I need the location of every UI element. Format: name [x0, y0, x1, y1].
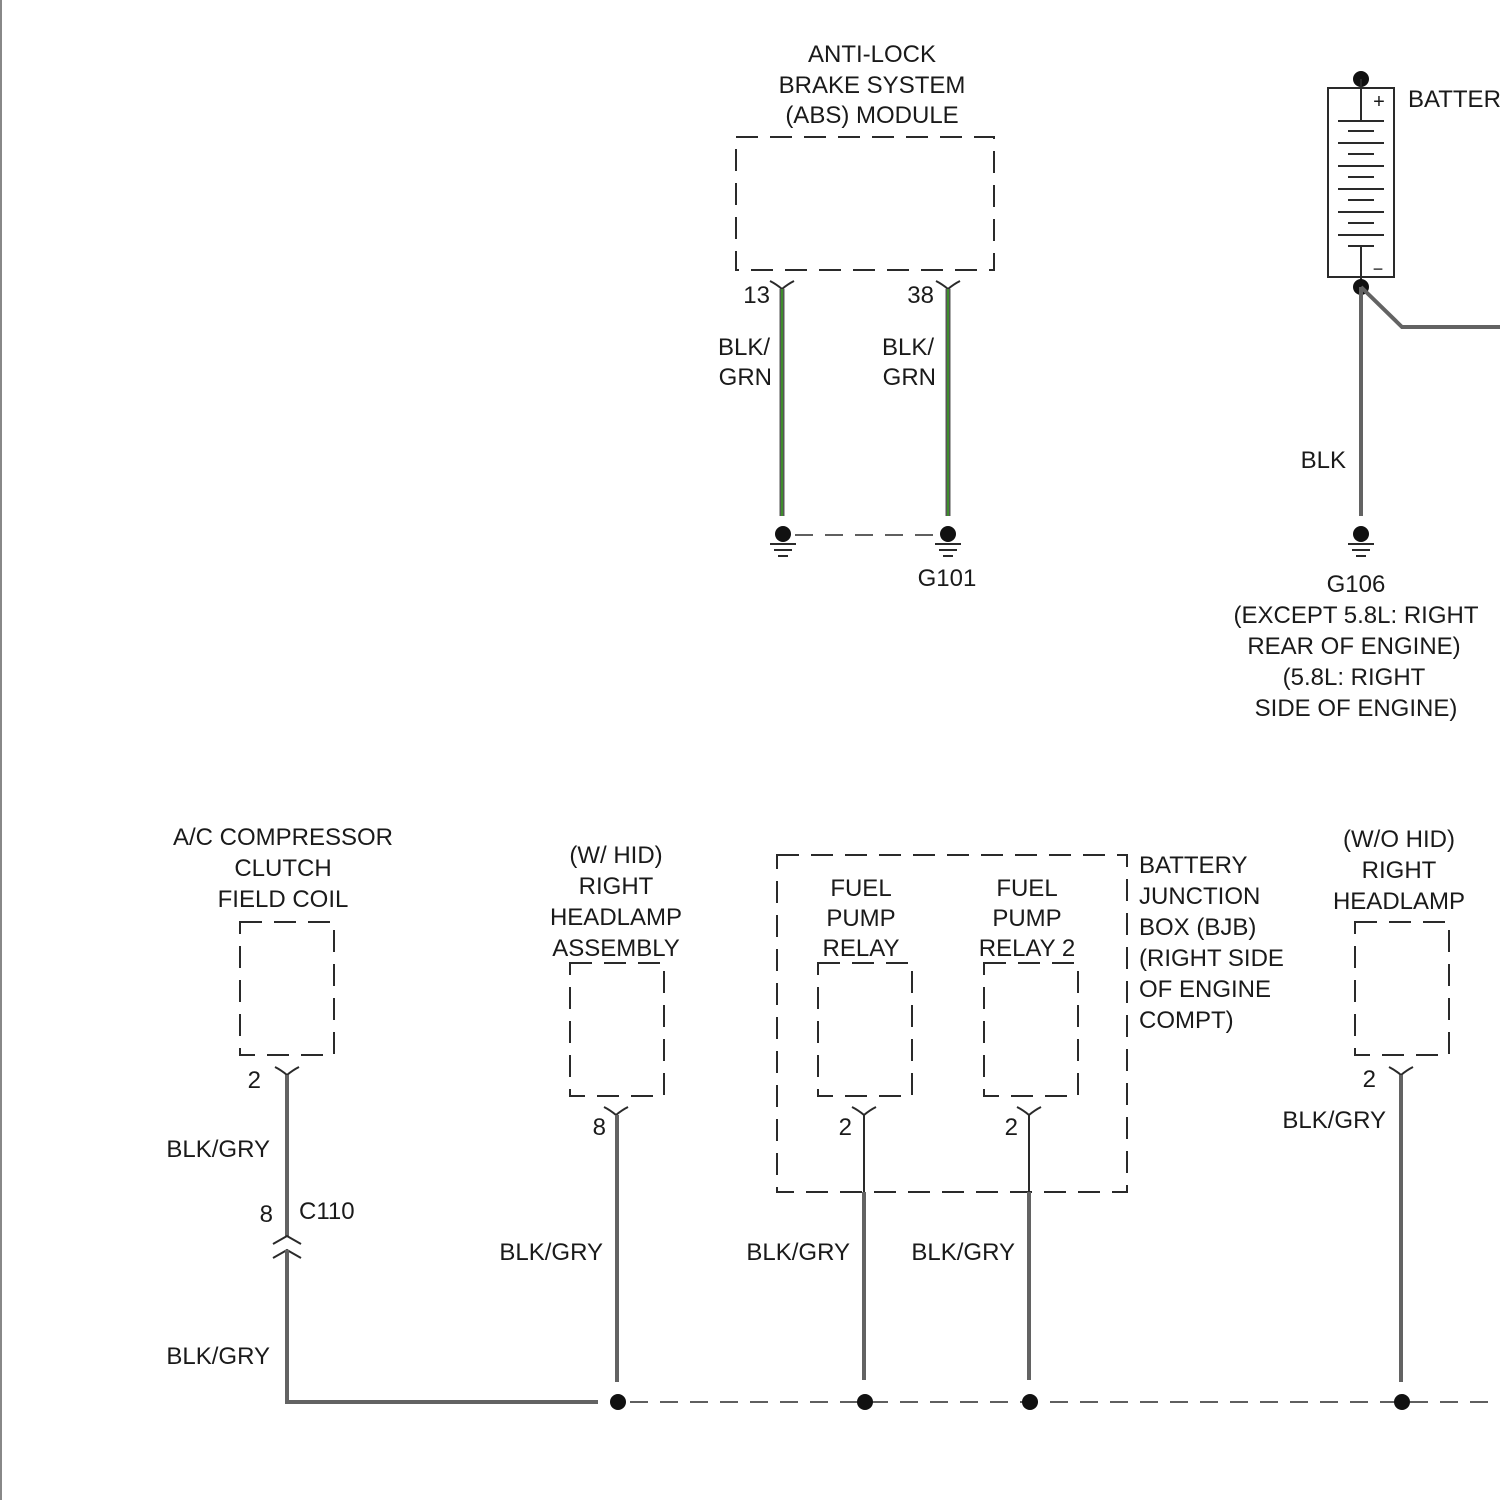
battery-wire-color: BLK — [1301, 447, 1346, 474]
abs-pin-13-connector — [770, 281, 794, 289]
fuel-pump-relay-title-line-3: RELAY — [823, 935, 900, 962]
non-hid-headlamp: (W/O HID) RIGHT HEADLAMP 2 BLK/GRY — [1282, 826, 1465, 1382]
hid-headlamp-title-line-1: (W/ HID) — [569, 842, 662, 869]
fuel-pump-relay-2-pin-2-label: 2 — [1005, 1114, 1018, 1141]
non-hid-headlamp-title-line-2: RIGHT — [1362, 857, 1437, 884]
splice-node-fuel-pump-relay-2 — [1022, 1394, 1038, 1410]
ac-compressor-title-line-3: FIELD COIL — [218, 886, 349, 913]
abs-pin-38-connector — [936, 281, 960, 289]
non-hid-pin-2-connector — [1389, 1067, 1413, 1075]
abs-module-box — [736, 137, 994, 270]
non-hid-headlamp-box — [1355, 922, 1449, 1055]
bjb-title-line-5: OF ENGINE — [1139, 976, 1271, 1003]
ac-pin-2-label: 2 — [248, 1067, 261, 1094]
ground-symbol-g106 — [1348, 526, 1374, 556]
ac-wire-lower-color: BLK/GRY — [166, 1343, 270, 1370]
ac-wire-upper-color: BLK/GRY — [166, 1136, 270, 1163]
battery-negative-branch-wire — [1361, 287, 1500, 327]
ground-g106-location-line-4: SIDE OF ENGINE) — [1255, 695, 1458, 722]
battery: + − BATTER BLK G106 (EXCEPT 5.8L: RIGHT … — [1234, 71, 1500, 722]
ground-symbol-g101-a — [770, 526, 796, 556]
non-hid-headlamp-title-line-1: (W/O HID) — [1343, 826, 1455, 853]
ac-pin-2-connector — [275, 1067, 299, 1075]
ac-compressor-title-line-1: A/C COMPRESSOR — [173, 824, 393, 851]
abs-module-title-line-3: (ABS) MODULE — [785, 102, 958, 129]
hid-headlamp-assembly: (W/ HID) RIGHT HEADLAMP ASSEMBLY 8 BLK/G… — [499, 842, 682, 1382]
battery-minus-sign: − — [1373, 259, 1384, 279]
fuel-pump-relay-title-line-2: PUMP — [826, 905, 895, 932]
hid-pin-8-label: 8 — [593, 1114, 606, 1141]
ground-bus — [610, 1394, 1500, 1410]
abs-module: ANTI-LOCK BRAKE SYSTEM (ABS) MODULE 13 B… — [718, 41, 994, 592]
bjb-title-line-2: JUNCTION — [1139, 883, 1260, 910]
fuel-pump-relay-pin-2-label: 2 — [839, 1114, 852, 1141]
c110-pin-label: 8 — [260, 1201, 273, 1228]
c110-connector-label: C110 — [299, 1198, 355, 1225]
splice-node-fuel-pump-relay — [857, 1394, 873, 1410]
non-hid-headlamp-title-line-3: HEADLAMP — [1333, 888, 1465, 915]
bjb-title-line-6: COMPT) — [1139, 1007, 1234, 1034]
battery-junction-box: BATTERY JUNCTION BOX (BJB) (RIGHT SIDE O… — [746, 852, 1284, 1380]
abs-pin-38-label: 38 — [907, 282, 934, 309]
abs-wire-38-color-line-1: BLK/ — [882, 334, 934, 361]
ac-wire-lower — [287, 1250, 598, 1402]
hid-headlamp-box — [570, 963, 664, 1096]
hid-headlamp-title-line-4: ASSEMBLY — [552, 935, 680, 962]
ground-symbol-g101-b — [935, 526, 961, 556]
fuel-pump-relay-2-wire-color: BLK/GRY — [911, 1239, 1015, 1266]
ac-compressor-clutch: A/C COMPRESSOR CLUTCH FIELD COIL 2 BLK/G… — [166, 824, 598, 1402]
c110-connector-female — [273, 1236, 301, 1244]
abs-wire-13-color-line-2: GRN — [719, 364, 772, 391]
battery-cell-plates — [1338, 121, 1384, 246]
ground-g106-location-line-3: (5.8L: RIGHT — [1283, 664, 1426, 691]
hid-pin-8-connector — [604, 1107, 628, 1115]
fuel-pump-relay-2-title-line-2: PUMP — [992, 905, 1061, 932]
bjb-title-line-3: BOX (BJB) — [1139, 914, 1256, 941]
ground-g106-location-line-1: (EXCEPT 5.8L: RIGHT — [1234, 602, 1479, 629]
abs-module-title-line-2: BRAKE SYSTEM — [779, 72, 966, 99]
ac-compressor-box — [240, 922, 334, 1055]
fuel-pump-relay-2-title-line-1: FUEL — [996, 875, 1057, 902]
abs-pin-13-label: 13 — [743, 282, 770, 309]
abs-module-title-line-1: ANTI-LOCK — [808, 41, 936, 68]
fuel-pump-relay-2: FUEL PUMP RELAY 2 2 BLK/GRY — [911, 875, 1078, 1380]
battery-label: BATTER — [1408, 86, 1500, 113]
fuel-pump-relay: FUEL PUMP RELAY 2 BLK/GRY — [746, 875, 912, 1380]
fuel-pump-relay-title-line-1: FUEL — [830, 875, 891, 902]
non-hid-wire-color: BLK/GRY — [1282, 1107, 1386, 1134]
ac-compressor-title-line-2: CLUTCH — [234, 855, 331, 882]
fuel-pump-relay-wire-color: BLK/GRY — [746, 1239, 850, 1266]
splice-node-hid — [610, 1394, 626, 1410]
fuel-pump-relay-2-pin-2-connector — [1017, 1107, 1041, 1115]
ground-g106-location-line-2: REAR OF ENGINE) — [1247, 633, 1460, 660]
abs-wire-38-color-line-2: GRN — [883, 364, 936, 391]
ground-label-g101: G101 — [918, 565, 977, 592]
hid-headlamp-title-line-2: RIGHT — [579, 873, 654, 900]
fuel-pump-relay-2-title-line-3: RELAY 2 — [979, 935, 1076, 962]
splice-node-non-hid — [1394, 1394, 1410, 1410]
fuel-pump-relay-2-box — [984, 963, 1078, 1096]
bjb-title-line-4: (RIGHT SIDE — [1139, 945, 1284, 972]
battery-plus-sign: + — [1373, 91, 1385, 113]
fuel-pump-relay-box — [818, 963, 912, 1096]
abs-wire-13-color-line-1: BLK/ — [718, 334, 770, 361]
non-hid-pin-2-label: 2 — [1363, 1066, 1376, 1093]
ground-label-g106: G106 — [1327, 571, 1386, 598]
fuel-pump-relay-pin-2-connector — [852, 1107, 876, 1115]
hid-headlamp-title-line-3: HEADLAMP — [550, 904, 682, 931]
hid-wire-color: BLK/GRY — [499, 1239, 603, 1266]
bjb-title-line-1: BATTERY — [1139, 852, 1247, 879]
